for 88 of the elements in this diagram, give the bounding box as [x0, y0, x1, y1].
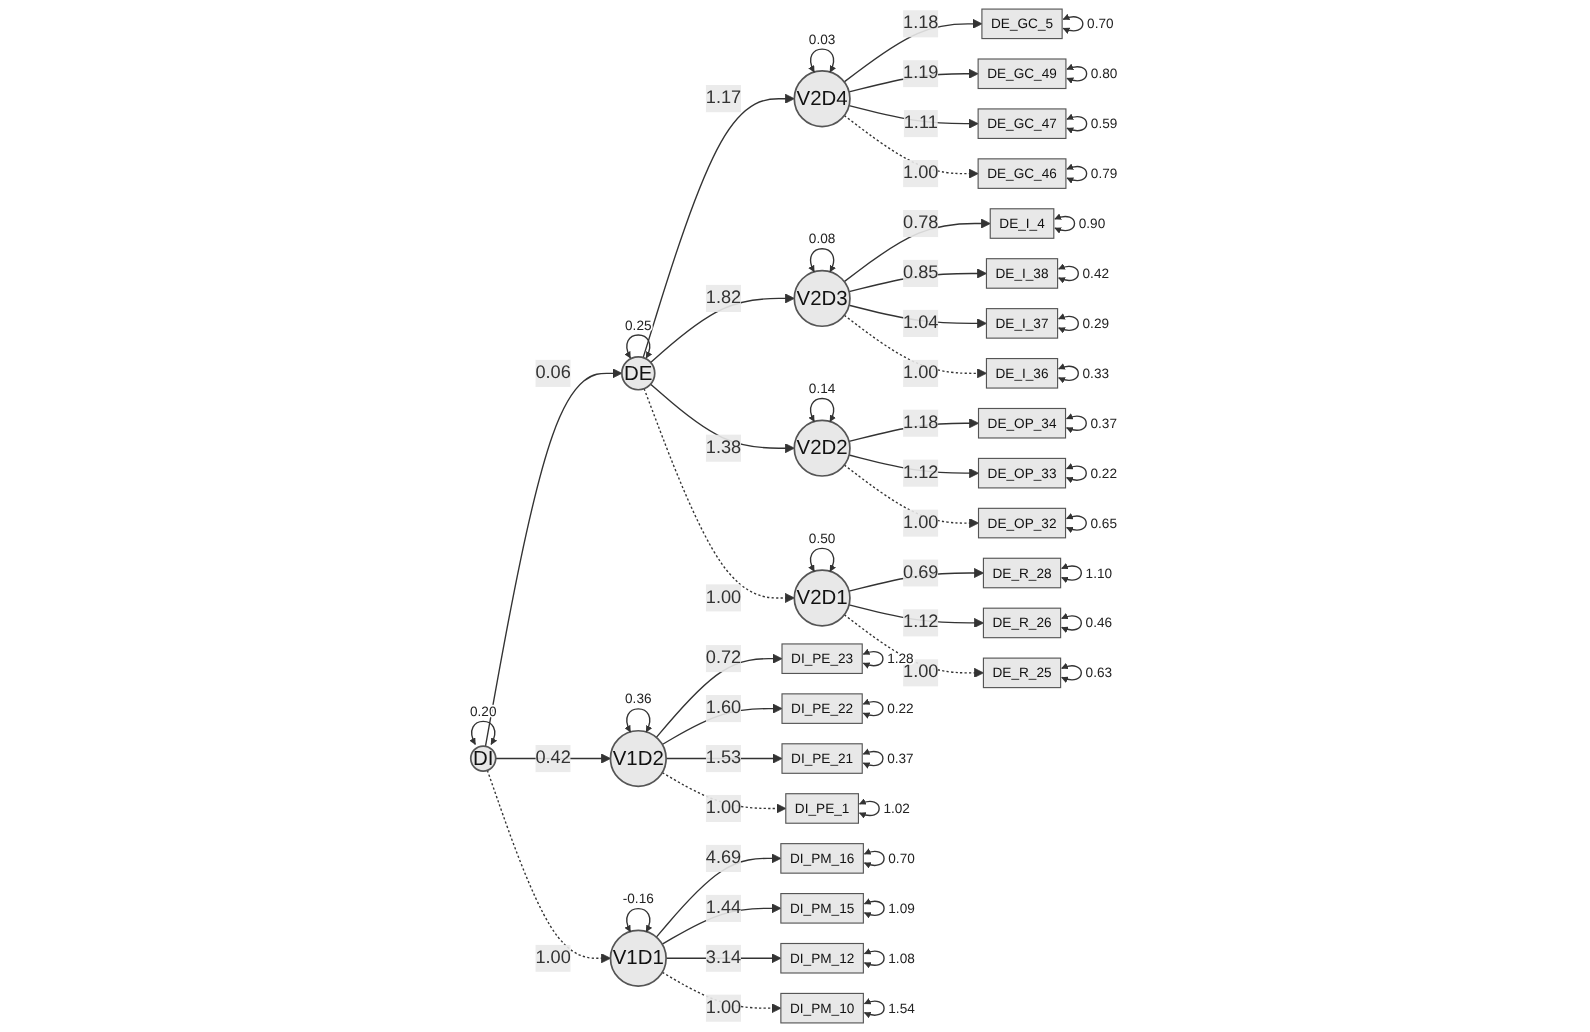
variance-loop-arrow — [1066, 463, 1087, 483]
node-circle: V2D3 — [793, 269, 851, 328]
node-circle: V1D1 — [609, 929, 667, 987]
edge-label: 0.42 — [535, 748, 571, 768]
arrow — [843, 114, 979, 179]
variance-loop-arrow — [1066, 413, 1087, 433]
edge-label: 1.18 — [903, 413, 939, 433]
variance-loop-arrow — [1066, 114, 1088, 134]
edge-label: 1.00 — [903, 163, 939, 183]
edge-label: 1.11 — [903, 113, 938, 133]
variance-loop-arrow — [808, 48, 836, 73]
edge-label: 0.69 — [903, 562, 939, 583]
edge-label: 1.53 — [705, 748, 742, 768]
arrow — [661, 971, 782, 1014]
edge-label: 1.12 — [903, 462, 939, 483]
arrow — [655, 853, 782, 938]
edge-label: 1.00 — [705, 587, 742, 608]
variance-loop-arrow — [863, 998, 885, 1018]
arrow — [661, 771, 787, 814]
arrow — [843, 314, 987, 379]
edge-label: 4.69 — [705, 848, 742, 868]
node-circle: V1D2 — [609, 729, 667, 788]
arrow — [486, 769, 611, 964]
edge-label: 0.72 — [705, 648, 742, 668]
variance-loop-arrow — [863, 898, 885, 918]
variance-loop-arrow — [808, 547, 836, 572]
arrow — [848, 604, 984, 628]
arrow — [655, 653, 783, 739]
variance-loop-arrow — [624, 708, 652, 733]
arrow — [848, 454, 979, 479]
arrow — [843, 464, 979, 529]
arrow — [484, 368, 623, 747]
arrow — [665, 753, 783, 764]
variance-loop-arrow — [858, 798, 880, 819]
edge-label: 0.78 — [903, 213, 939, 233]
node-circle: DE — [621, 356, 656, 391]
edge-label: 1.12 — [903, 612, 939, 633]
variance-loop-arrow — [1066, 163, 1088, 184]
variance-loop-arrow — [863, 948, 885, 968]
edge-label: 1.00 — [903, 662, 939, 682]
edge-label: 1.82 — [705, 288, 742, 308]
variance-loop-arrow — [862, 748, 884, 769]
edge-label: 1.00 — [705, 798, 742, 818]
variance-loop-arrow — [624, 907, 652, 933]
arrow — [650, 293, 795, 364]
variance-loop-arrow — [1058, 313, 1079, 334]
variance-loop-arrow — [1061, 613, 1082, 633]
arrow — [642, 93, 795, 359]
variance-loop-arrow — [1066, 64, 1088, 84]
edge-label: 1.17 — [705, 88, 742, 108]
arrow — [643, 388, 795, 603]
variance-loop-arrow — [1058, 363, 1079, 383]
variance-loop-arrow — [1058, 263, 1079, 284]
variance-loop-arrow — [1061, 663, 1082, 683]
variance-loop-arrow — [862, 649, 884, 669]
variance-loop-arrow — [1061, 563, 1082, 583]
variance-loop-arrow — [624, 334, 652, 359]
arrow — [661, 903, 782, 945]
node-circle: DI — [469, 745, 497, 772]
edge-label: 1.00 — [903, 512, 939, 533]
variance-loop-arrow — [1062, 14, 1084, 34]
node-circle: V2D4 — [793, 70, 851, 128]
edge-label: 1.04 — [903, 313, 939, 333]
arrow — [843, 218, 991, 283]
arrow — [650, 383, 795, 454]
edge-label: 1.00 — [705, 997, 742, 1018]
edge-label: 1.00 — [903, 363, 939, 383]
node-circle: V2D2 — [793, 419, 851, 477]
arrow — [843, 614, 984, 678]
variance-loop-arrow — [1066, 513, 1087, 533]
variance-loop-arrow — [808, 248, 836, 273]
edge-label: 1.38 — [705, 437, 742, 458]
edge-label: 0.85 — [903, 263, 939, 283]
edge-label: 1.00 — [535, 948, 571, 968]
arrow — [848, 104, 979, 129]
arrow — [843, 18, 983, 83]
variance-loop-arrow — [1054, 213, 1076, 234]
variance-loop-arrow — [808, 397, 836, 423]
edge-label: 1.19 — [903, 63, 939, 83]
variance-loop-arrow — [863, 848, 885, 869]
edge-label: 0.06 — [535, 363, 571, 383]
variance-loop-arrow — [469, 720, 497, 746]
edge-label: 1.18 — [903, 13, 939, 33]
edge-label: 1.44 — [705, 898, 742, 918]
variance-loop-arrow — [862, 698, 884, 719]
node-circle: V2D1 — [793, 569, 851, 627]
edge-label: 3.14 — [705, 948, 742, 968]
edge-label: 1.60 — [705, 698, 742, 718]
